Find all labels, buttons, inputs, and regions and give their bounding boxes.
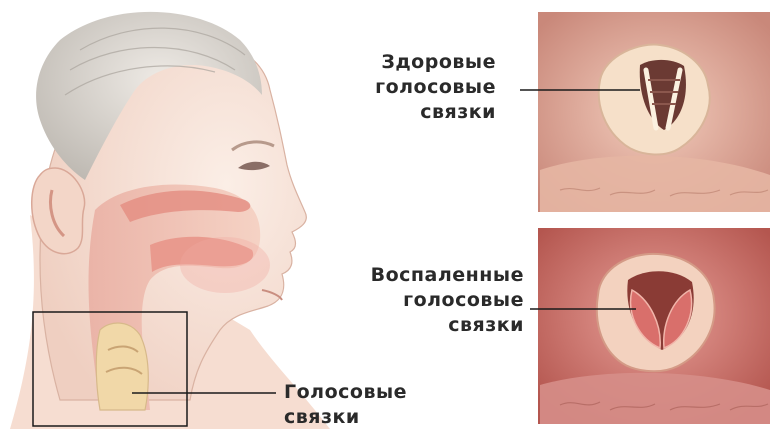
cheek bbox=[180, 237, 270, 293]
label-line: связки bbox=[334, 313, 524, 338]
label-line: связки bbox=[284, 405, 454, 430]
inflamed-vocal-cords-label: Воспаленные голосовые связки bbox=[334, 263, 524, 338]
head-profile bbox=[10, 12, 330, 429]
healthy-vocal-cords-label: Здоровые голосовые связки bbox=[356, 50, 496, 125]
label-line: связки bbox=[356, 100, 496, 125]
label-line: голосовые bbox=[334, 288, 524, 313]
inflamed-larynx-panel bbox=[538, 228, 770, 424]
label-line: голосовые bbox=[356, 75, 496, 100]
label-line: Здоровые bbox=[356, 50, 496, 75]
label-line: Воспаленные bbox=[334, 263, 524, 288]
vocal-cords-label: Голосовые связки bbox=[284, 380, 454, 430]
larynx bbox=[96, 323, 148, 410]
healthy-larynx-panel bbox=[538, 12, 770, 212]
label-line: Голосовые bbox=[284, 380, 454, 405]
